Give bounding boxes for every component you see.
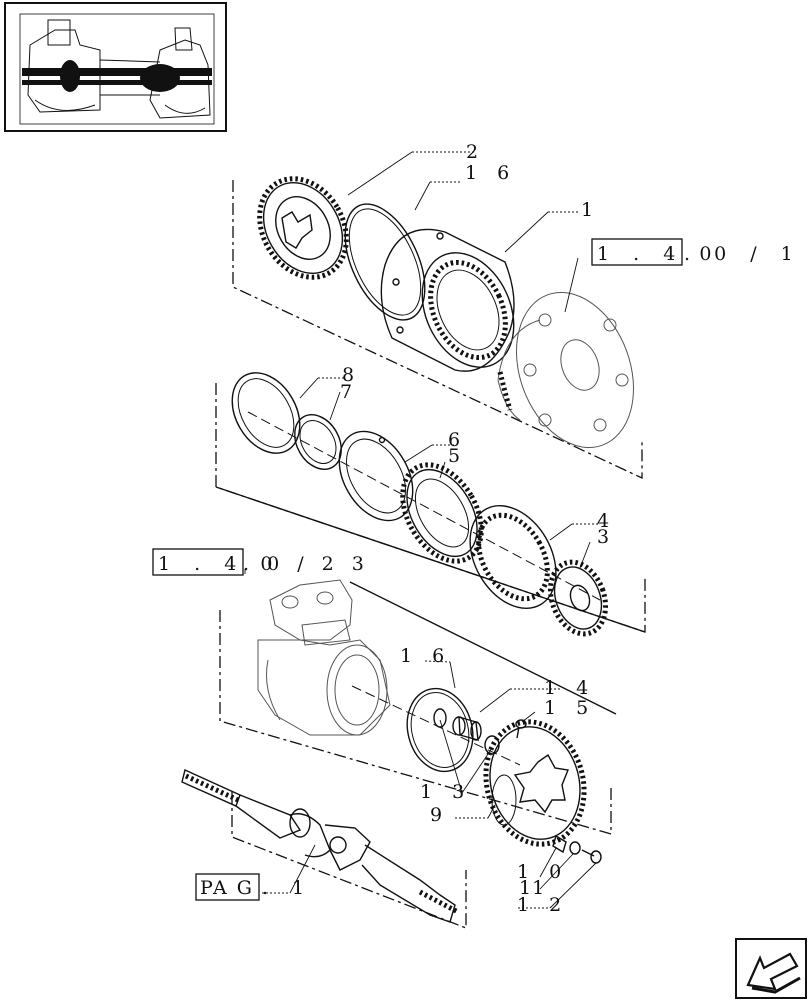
callout-1-pag[interactable]: 1: [292, 877, 311, 899]
ref-1-40-0-23-tail-text: . 0 / 2 3: [243, 553, 370, 575]
part-9-planet-gear[interactable]: [473, 711, 598, 856]
upper-group-enclosure: [232, 180, 643, 480]
pag-box-text: PA G .: [200, 877, 270, 899]
callout-10[interactable]: 1 0: [517, 861, 568, 883]
part-1-annulus-ring[interactable]: [380, 228, 531, 382]
middle-group-enclosure: [215, 383, 646, 633]
part-4-friction-disc[interactable]: [453, 490, 574, 623]
ref-1-40-0-10-box-text: 1 . 4 0: [597, 243, 720, 265]
callout-11[interactable]: 11: [519, 877, 545, 899]
callout-9[interactable]: 9: [430, 804, 449, 826]
callout-16-lower[interactable]: 1 6: [400, 645, 451, 667]
axle-assembly-thumbnail-icon[interactable]: [4, 2, 227, 132]
part-5-splined-disc[interactable]: [387, 451, 498, 575]
part-16-snap-ring-upper[interactable]: [329, 192, 441, 332]
part-12-bolt[interactable]: [581, 849, 602, 864]
part-3-sun-gear[interactable]: [541, 554, 615, 641]
ref-1-40-0-10-tail-text: . 0 / 1 0: [684, 243, 808, 265]
ref-knuckle-housing: [257, 579, 391, 736]
drive-shaft-assembly[interactable]: [181, 769, 460, 923]
part-7-small-ring[interactable]: [285, 406, 350, 477]
leader-lines: [244, 151, 600, 909]
part-2-ring-gear[interactable]: [242, 163, 363, 293]
callout-14[interactable]: 1 4: [544, 677, 595, 699]
callout-3[interactable]: 3: [597, 526, 616, 548]
callout-16-upper[interactable]: 1 6: [465, 162, 516, 184]
callout-7[interactable]: 7: [340, 381, 359, 403]
part-14-pin[interactable]: [452, 716, 482, 741]
part-10-bushing[interactable]: [552, 834, 567, 854]
callout-15[interactable]: 1 5: [544, 697, 595, 719]
next-page-arrow-icon[interactable]: [735, 938, 807, 999]
part-8-shim-ring[interactable]: [219, 361, 314, 465]
callout-12[interactable]: 1 2: [517, 894, 568, 916]
lower-group-enclosure: [219, 581, 617, 929]
callout-13[interactable]: 1 3: [420, 781, 471, 803]
callout-4[interactable]: 4: [597, 510, 616, 532]
ref-link-1-40-0-10[interactable]: 1 . 4 0 . 0 / 1 0: [591, 238, 808, 266]
part-11-washer[interactable]: [569, 841, 581, 855]
ref-1-40-0-23-box-text: 1 . 4 0: [158, 553, 281, 575]
part-16-snap-ring-lower[interactable]: [398, 681, 482, 779]
callout-8[interactable]: 8: [342, 364, 361, 386]
ref-link-pag[interactable]: PA G .: [195, 873, 270, 901]
callout-6[interactable]: 6: [448, 429, 467, 451]
ref-link-1-40-0-23[interactable]: 1 . 4 0 . 0 / 2 3: [152, 548, 370, 576]
callout-5[interactable]: 5: [448, 445, 467, 467]
callout-2[interactable]: 2: [466, 141, 485, 163]
ref-planet-carrier: [497, 292, 634, 448]
callout-1[interactable]: 1: [581, 199, 600, 221]
callout-labels: 2 1 6 1 8 7 6 5 4 3 1 6 1 4 1 5 1 3 9 1 …: [292, 141, 616, 916]
part-6-thrust-washer[interactable]: [324, 418, 427, 533]
